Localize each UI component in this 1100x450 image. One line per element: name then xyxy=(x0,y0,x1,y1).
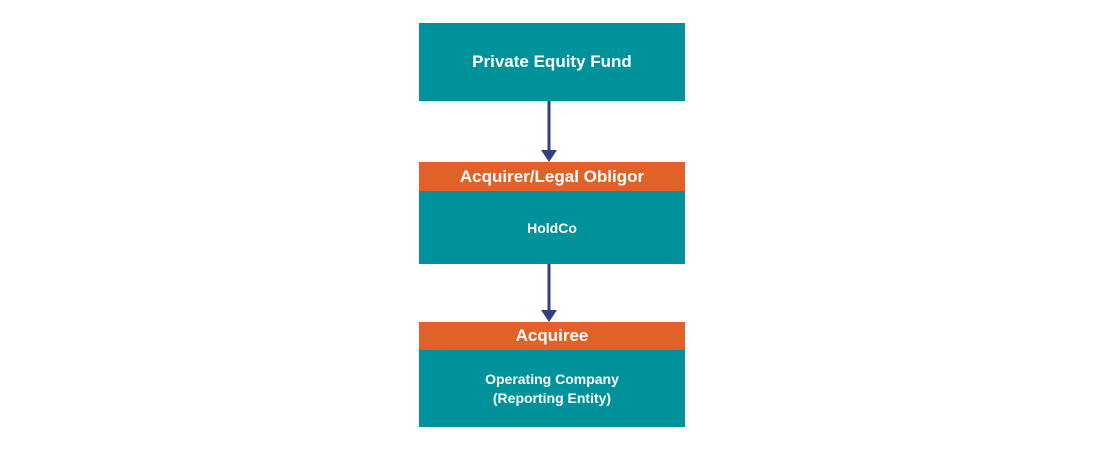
arrow-holdco-to-acquiree xyxy=(541,264,557,322)
acquirer-legal-obligor-label: Acquirer/Legal Obligor xyxy=(459,166,645,186)
operating-company-box: Operating Company (Reporting Entity) xyxy=(419,350,685,427)
holdco-box: HoldCo xyxy=(419,191,685,264)
operating-company-label: Operating Company xyxy=(485,370,619,387)
private-equity-fund-box: Private Equity Fund xyxy=(419,23,685,101)
acquiree-label: Acquiree xyxy=(515,326,589,345)
arrow-fund-to-holdco xyxy=(541,101,557,162)
private-equity-fund-label: Private Equity Fund xyxy=(472,52,632,71)
acquiree-header: Acquiree xyxy=(419,322,685,350)
acquirer-legal-obligor-header: Acquirer/Legal Obligor xyxy=(419,162,685,191)
reporting-entity-label: (Reporting Entity) xyxy=(492,389,612,406)
holdco-label: HoldCo xyxy=(527,219,577,236)
